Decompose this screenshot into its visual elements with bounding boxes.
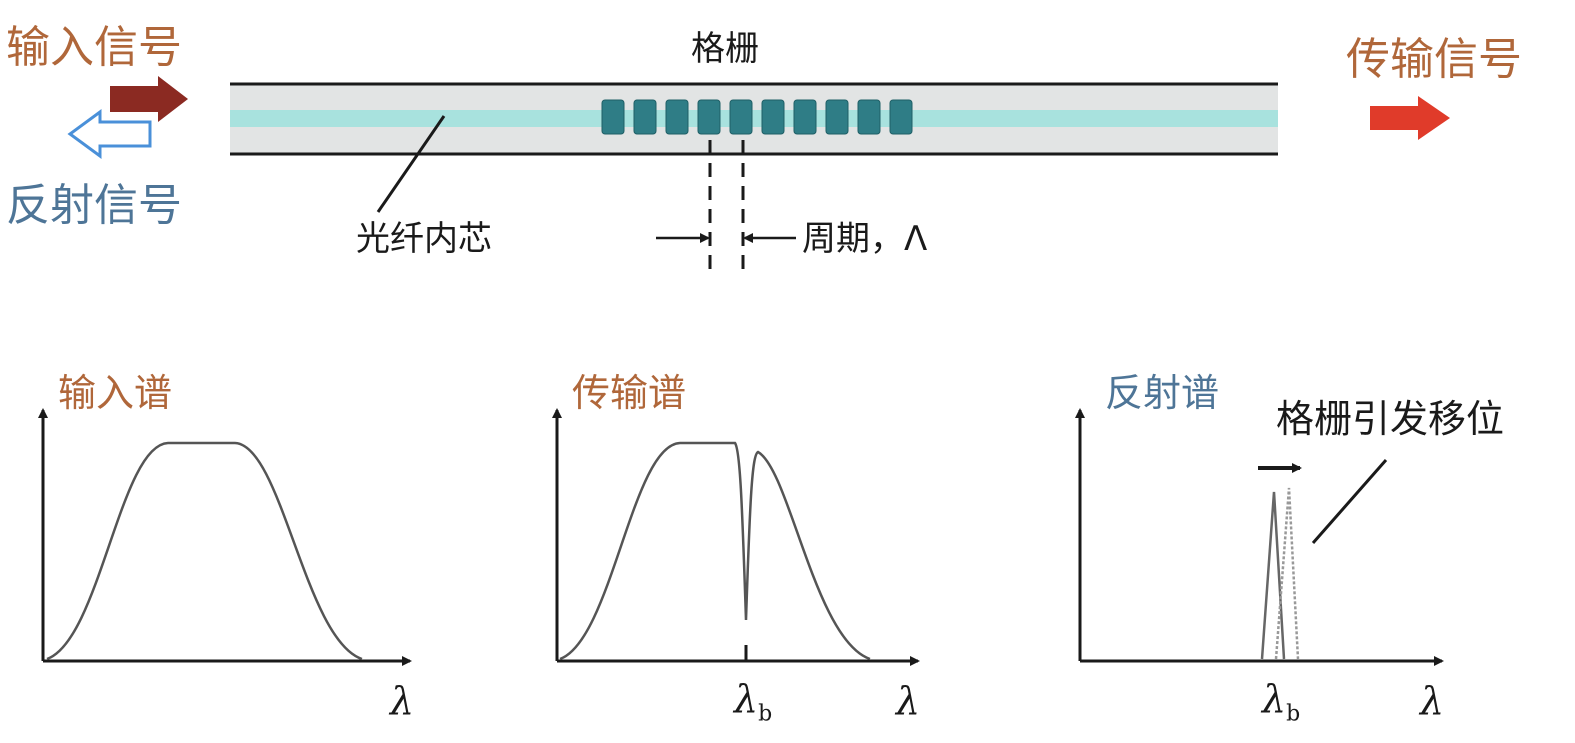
input-lambda-label: λ <box>390 679 415 723</box>
grating-block <box>633 99 657 135</box>
grating-blocks <box>601 99 913 135</box>
reflected-signal-label: 反射信号 <box>6 180 182 231</box>
transmission-spectrum-curve <box>559 441 871 661</box>
reflection-spectrum-axes <box>1075 408 1444 666</box>
reflection-peak-original <box>1260 491 1286 660</box>
reflected-arrow-icon <box>67 109 152 159</box>
grating-block <box>825 99 849 135</box>
grating-shift-label: 格栅引发移位 <box>1276 397 1505 441</box>
fiber-core-pointer <box>376 115 446 213</box>
input-signal-label: 输入信号 <box>6 22 182 73</box>
grating-block <box>601 99 625 135</box>
grating-label: 格栅 <box>691 29 759 69</box>
grating-block <box>665 99 689 135</box>
input-spectrum-axes <box>38 408 412 666</box>
reflection-spectrum-title: 反射谱 <box>1105 371 1220 415</box>
grating-block <box>761 99 785 135</box>
grating-block <box>697 99 721 135</box>
fiber-core-label: 光纤内芯 <box>356 219 492 259</box>
transmitted-signal-label: 传输信号 <box>1346 34 1522 85</box>
grating-block <box>857 99 881 135</box>
grating-block <box>729 99 753 135</box>
input-spectrum-curve <box>46 441 363 661</box>
transmission-spectrum-title: 传输谱 <box>572 371 687 415</box>
grating-block <box>793 99 817 135</box>
transmission-lambda-b-label: λb <box>734 677 773 727</box>
transmission-spectrum-axes <box>552 408 920 666</box>
period-label: 周期，Λ <box>802 219 928 259</box>
transmission-lambda-label: λ <box>896 679 921 723</box>
fiber <box>230 82 1278 156</box>
grating-block <box>889 99 913 135</box>
transmitted-arrow-icon <box>1370 96 1450 140</box>
reflection-peak-shifted <box>1274 487 1300 660</box>
input-arrow-icon <box>110 76 188 122</box>
input-spectrum-title: 输入谱 <box>58 371 173 415</box>
reflection-lambda-label: λ <box>1420 679 1445 723</box>
fiber-core <box>230 110 1278 127</box>
reflection-lambda-b-label: λb <box>1262 677 1301 727</box>
shift-pointer <box>1311 459 1388 544</box>
